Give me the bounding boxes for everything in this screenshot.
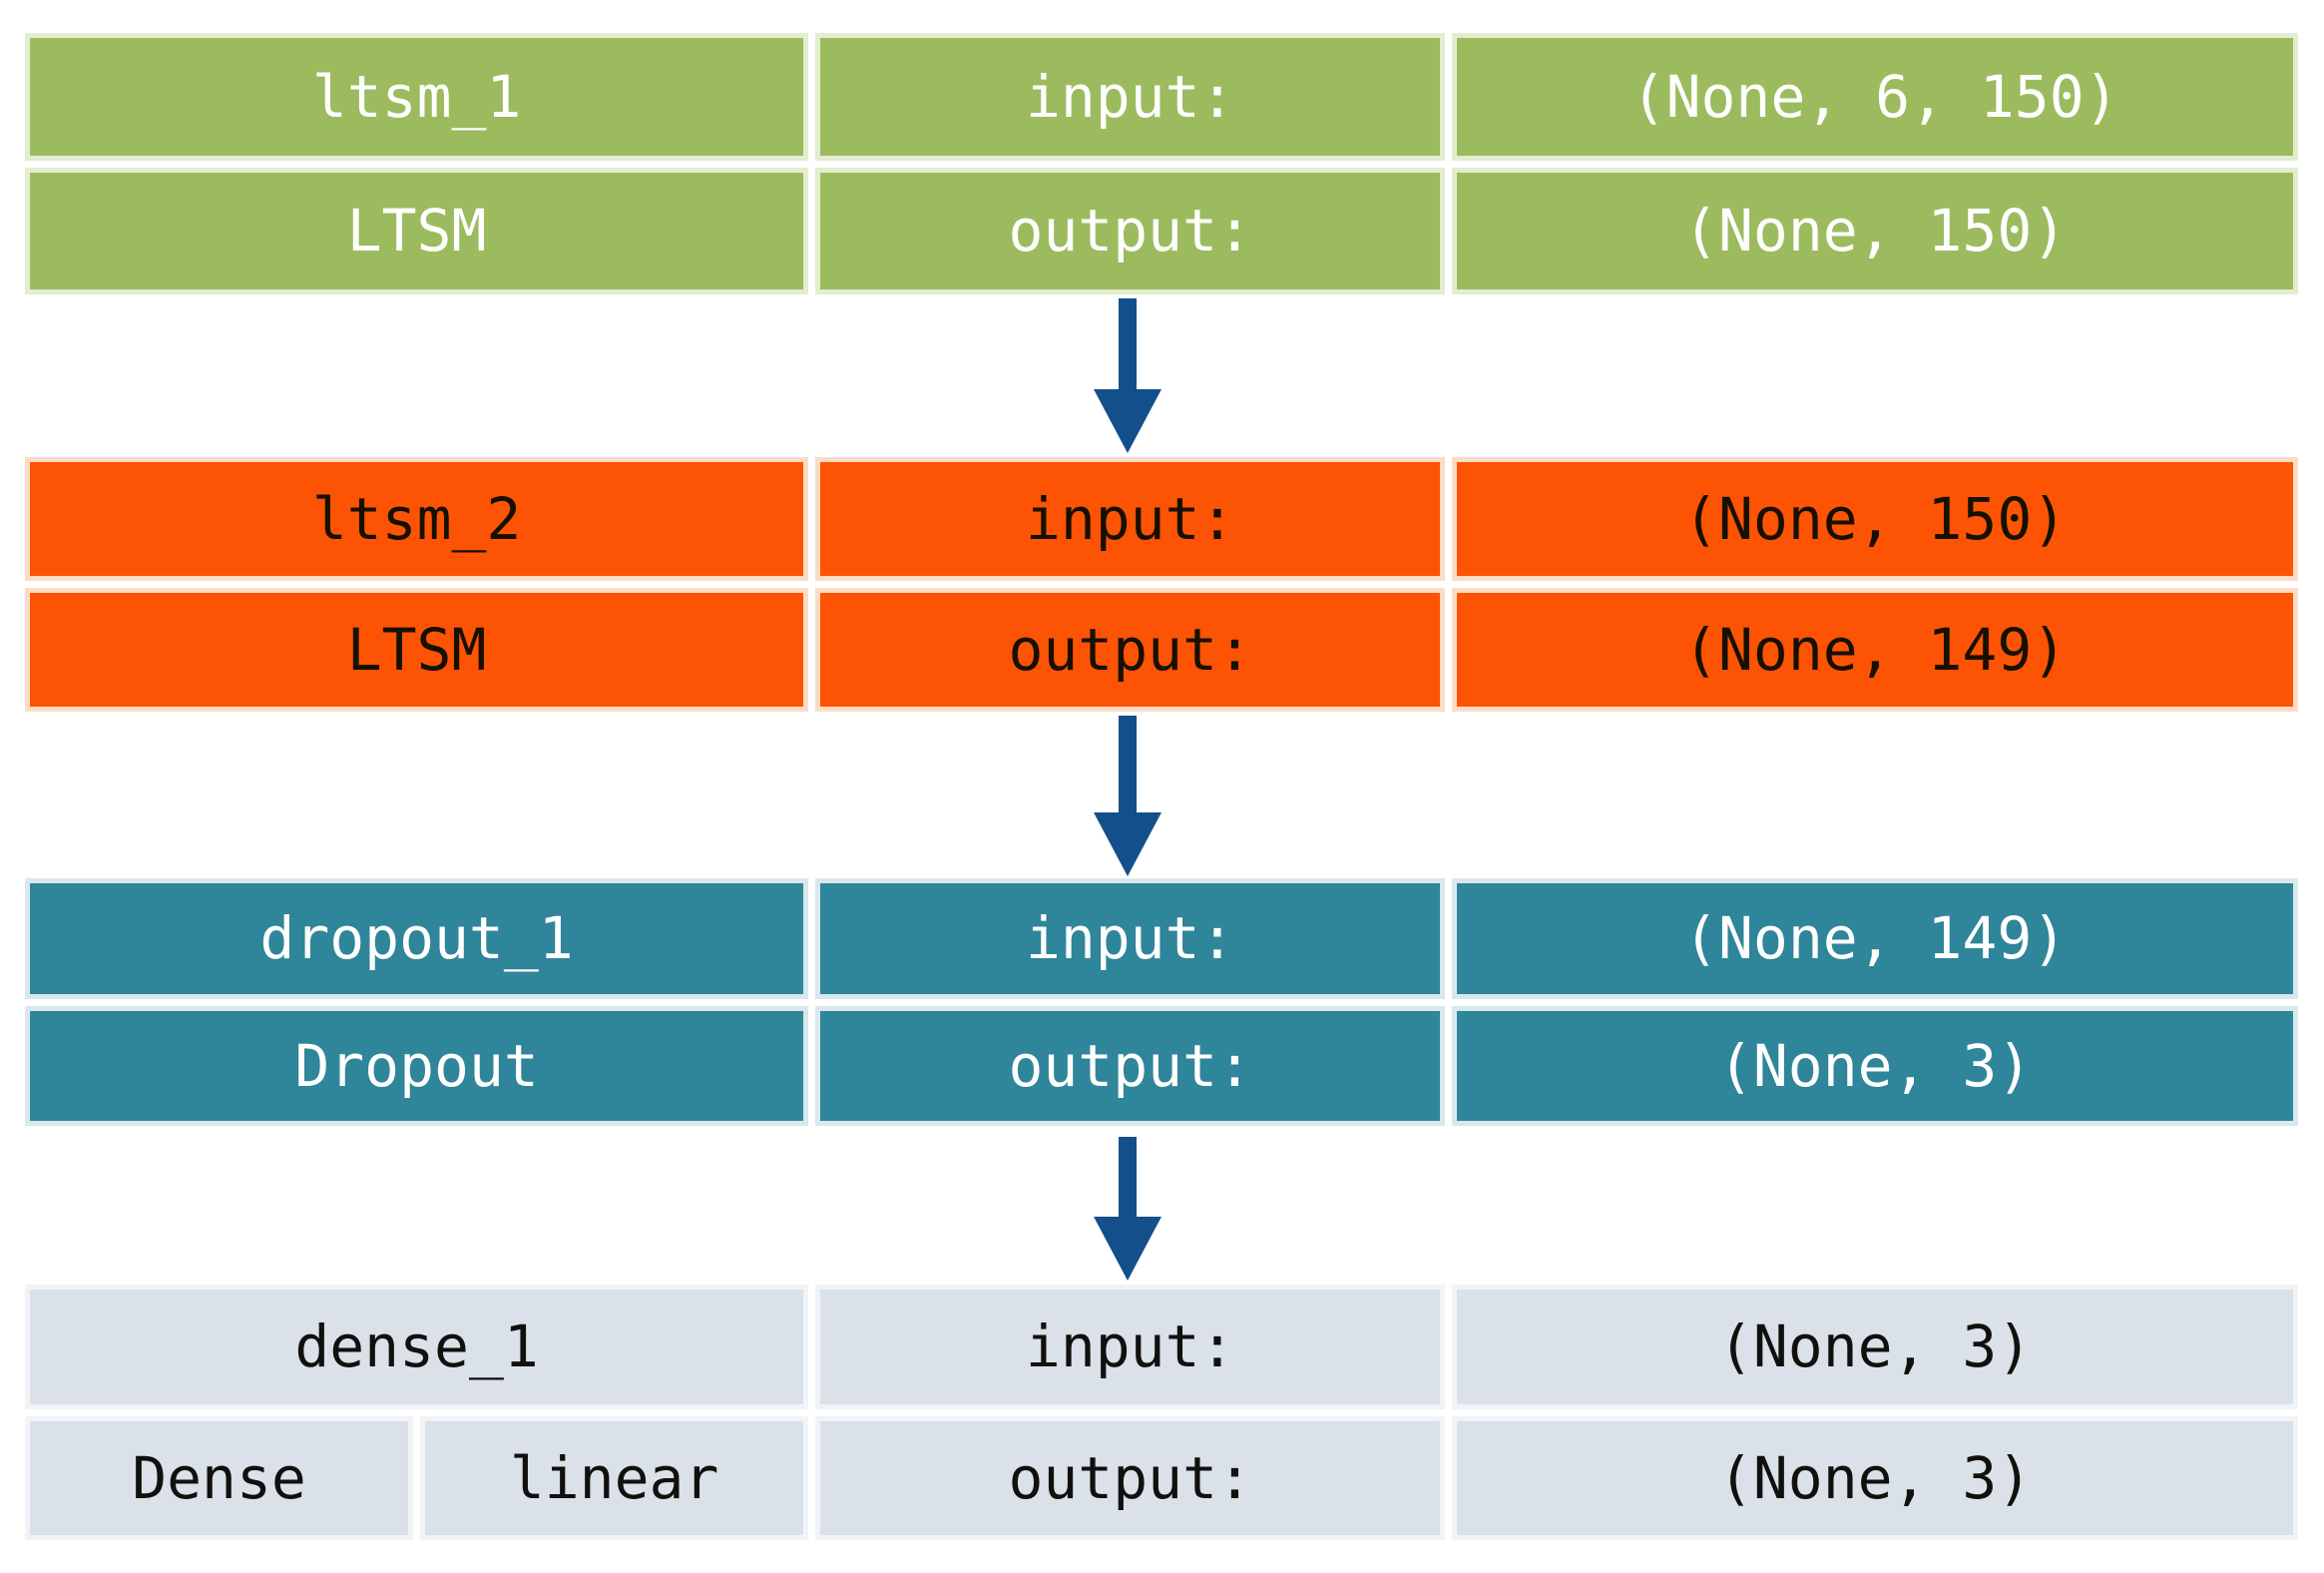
- layer-name-cell: dense_1: [25, 1285, 809, 1409]
- input-shape-cell: (None, 3): [1452, 1285, 2298, 1409]
- layer-name-cell: ltsm_1: [25, 33, 809, 161]
- output-label-cell: output:: [815, 1415, 1446, 1540]
- layer-type-cell: LTSM: [25, 588, 809, 712]
- input-label-cell: input:: [815, 1285, 1446, 1409]
- input-label-cell: input:: [815, 878, 1446, 999]
- down-arrow-head: [1094, 1217, 1162, 1281]
- input-label-cell: input:: [815, 457, 1446, 581]
- output-shape-cell: (None, 3): [1452, 1415, 2298, 1540]
- down-arrow-head: [1094, 389, 1162, 453]
- layer-type-split-cell: Dense linear: [25, 1415, 809, 1540]
- output-shape-cell: (None, 3): [1452, 1005, 2298, 1126]
- down-arrow-icon: [1094, 716, 1162, 876]
- layer-type-cell: Dense: [25, 1415, 414, 1540]
- layer-block-dense-1: dense_1 input: (None, 3) Dense linear ou…: [25, 1285, 2298, 1540]
- output-shape-cell: (None, 149): [1452, 588, 2298, 712]
- output-shape-cell: (None, 150): [1452, 167, 2298, 294]
- layer-name-cell: ltsm_2: [25, 457, 809, 581]
- down-arrow-icon: [1094, 1137, 1162, 1281]
- down-arrow-shaft: [1119, 1137, 1137, 1217]
- down-arrow-icon: [1094, 298, 1162, 453]
- layer-name-cell: dropout_1: [25, 878, 809, 999]
- input-shape-cell: (None, 6, 150): [1452, 33, 2298, 161]
- input-shape-cell: (None, 149): [1452, 878, 2298, 999]
- output-label-cell: output:: [815, 1005, 1446, 1126]
- output-label-cell: output:: [815, 167, 1446, 294]
- down-arrow-shaft: [1119, 298, 1137, 389]
- output-label-cell: output:: [815, 588, 1446, 712]
- down-arrow-head: [1094, 812, 1162, 876]
- input-shape-cell: (None, 150): [1452, 457, 2298, 581]
- down-arrow-shaft: [1119, 716, 1137, 812]
- layer-type-cell: LTSM: [25, 167, 809, 294]
- input-label-cell: input:: [815, 33, 1446, 161]
- layer-type-cell: Dropout: [25, 1005, 809, 1126]
- layer-block-dropout-1: dropout_1 input: (None, 149) Dropout out…: [25, 878, 2298, 1126]
- layer-block-ltsm-2: ltsm_2 input: (None, 150) LTSM output: (…: [25, 457, 2298, 712]
- layer-block-ltsm-1: ltsm_1 input: (None, 6, 150) LTSM output…: [25, 33, 2298, 294]
- layer-activation-cell: linear: [420, 1415, 809, 1540]
